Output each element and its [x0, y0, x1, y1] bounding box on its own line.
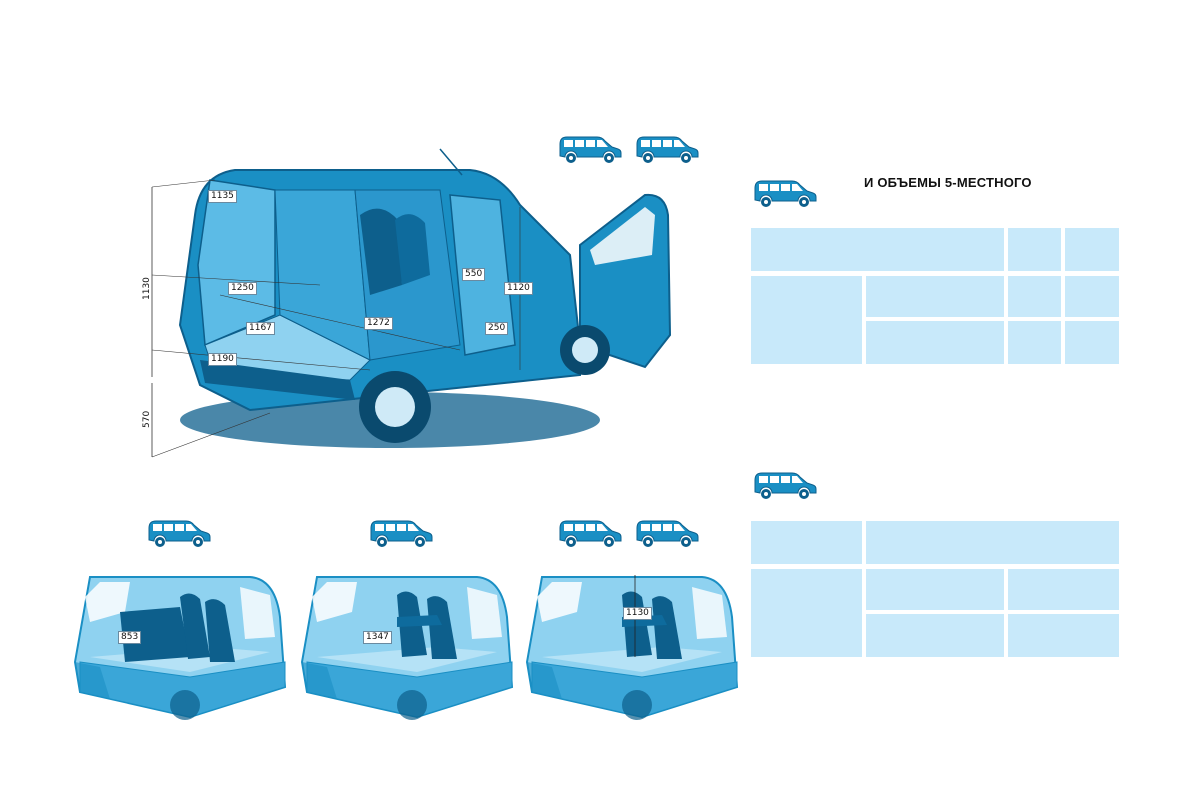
dimension-label: 1347 — [363, 631, 392, 644]
table-cell — [1008, 614, 1119, 657]
dimension-sill-width: 1190 — [208, 353, 237, 366]
table-cell — [866, 321, 1004, 364]
table-cell — [1008, 321, 1061, 364]
table-cell — [866, 276, 1004, 317]
dimension-cabin-length: 1272 — [364, 317, 393, 330]
main-van-illustration — [151, 148, 672, 458]
table-cell — [866, 569, 1004, 610]
van-icon — [752, 468, 818, 502]
dimension-sill-height: 570 — [142, 410, 152, 428]
table-cell — [751, 569, 862, 657]
dimension-roof-width: 1135 — [208, 190, 237, 203]
van-icon — [557, 516, 623, 550]
dimension-label: 1130 — [623, 607, 652, 620]
van-icon — [368, 516, 434, 550]
table-cell — [751, 521, 862, 564]
dimension-side-step-height: 250 — [485, 322, 509, 335]
dimension-door-opening-width: 550 — [462, 268, 486, 281]
dimension-door-opening-height: 1120 — [504, 282, 533, 295]
interior-illustration — [70, 567, 290, 727]
table-cell — [866, 614, 1004, 657]
dimension-floor-length-mid: 1250 — [228, 282, 257, 295]
dimension-load-floor-length: 1167 — [246, 322, 275, 335]
table-cell — [1008, 569, 1119, 610]
interior-illustration — [297, 567, 517, 727]
table-cell — [1065, 228, 1119, 271]
table-cell — [1065, 321, 1119, 364]
table-cell — [751, 228, 1004, 271]
table-cell — [866, 521, 1119, 564]
section-title: И ОБЪЕМЫ 5-МЕСТНОГО — [864, 175, 1032, 190]
van-icon — [752, 176, 818, 210]
table-cell — [751, 276, 862, 364]
dimension-label: 853 — [118, 631, 142, 644]
van-icon — [146, 516, 212, 550]
table-cell — [1008, 276, 1061, 317]
interior-illustration — [522, 575, 742, 727]
van-icon — [634, 516, 700, 550]
table-cell — [1008, 228, 1061, 271]
dimension-load-height: 1130 — [142, 277, 152, 300]
table-cell — [1065, 276, 1119, 317]
